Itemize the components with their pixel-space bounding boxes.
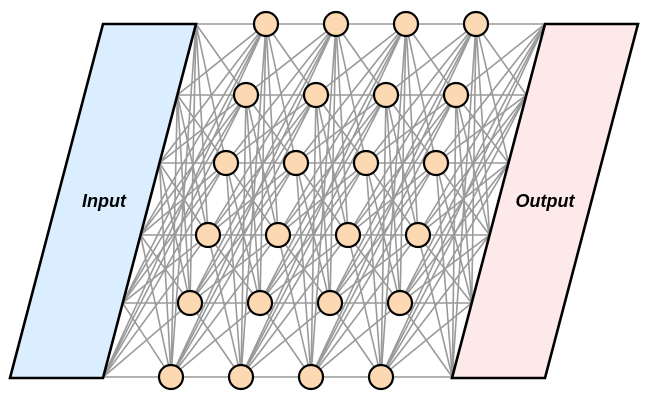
hidden-edge [240,302,331,378]
neuron-l2-n4 [264,221,292,249]
neuron-l4-n5 [386,289,414,317]
input-edge [195,23,227,164]
hidden-edge [170,162,297,378]
hidden-edge [310,302,401,378]
hidden-edge [329,94,457,304]
connection-lines [102,23,546,378]
neuron-l3-n2 [372,81,400,109]
neurons [157,10,490,391]
input-edge [102,94,247,378]
output-edge [455,23,546,96]
hidden-edge [245,23,337,96]
hidden-edge [277,23,407,236]
input-edge [102,234,209,378]
neuron-l3-n6 [297,363,325,391]
neuron-l3-n3 [352,149,380,177]
hidden-edge [240,162,367,378]
hidden-edge [189,162,297,304]
output-edge [380,162,510,378]
output-edge [417,23,546,236]
hidden-edge [365,94,457,164]
hidden-edge [240,94,387,378]
input-edge [102,23,267,378]
neuron-l1-n3 [212,149,240,177]
neuron-l3-n5 [316,289,344,317]
output-edge [380,23,546,378]
hidden-edge [365,23,477,164]
output-edge [399,162,510,304]
hidden-edge [385,23,477,96]
hidden-edge [225,94,317,164]
output-edge [399,23,546,304]
hidden-edge [310,234,419,378]
neuron-l2-n3 [282,149,310,177]
output-panel [450,22,640,380]
hidden-edge [295,23,407,164]
neuron-l2-n1 [322,10,350,38]
neuron-l4-n4 [404,221,432,249]
hidden-edge [170,23,337,378]
hidden-edge [277,162,367,236]
hidden-edge [347,162,437,236]
neuron-l4-n3 [422,149,450,177]
hidden-edge [259,162,367,304]
neuron-l1-n5 [176,289,204,317]
neuron-l2-n6 [227,363,255,391]
hidden-edge [240,23,407,378]
neuron-l4-n2 [442,81,470,109]
hidden-edge [240,234,349,378]
hidden-edge [329,23,477,304]
input-edge [122,94,247,304]
hidden-edge [329,162,437,304]
hidden-edge [207,162,297,236]
hidden-edge [189,23,337,304]
input-edge [122,162,227,304]
input-edge [140,162,227,236]
hidden-edge [259,94,387,304]
neuron-l4-n1 [462,10,490,38]
neuron-l1-n2 [232,81,260,109]
neuron-l1-n1 [252,10,280,38]
output-edge [380,234,491,378]
output-edge [380,302,473,378]
hidden-edge [170,234,279,378]
input-edge [158,23,267,164]
hidden-edge [189,94,317,304]
input-panel [8,22,198,380]
neuron-l4-n6 [367,363,395,391]
hidden-edge [295,94,387,164]
input-edge [139,23,267,236]
input-edge [121,23,267,304]
input-label: Input [82,191,127,211]
hidden-edge [310,94,457,378]
output-edge [435,23,546,164]
neuron-l3-n4 [334,221,362,249]
hidden-edge [225,23,337,164]
hidden-edge [347,23,477,236]
input-edge [102,162,227,378]
hidden-edge [310,162,437,378]
input-edge [102,302,191,378]
neuron-l3-n1 [392,10,420,38]
hidden-edge [170,302,261,378]
neuron-l2-n5 [246,289,274,317]
output-label: Output [516,191,576,211]
neuron-l1-n6 [157,363,185,391]
hidden-edge [315,23,407,96]
hidden-edge [207,23,337,236]
neuron-l2-n2 [302,81,330,109]
input-edge [176,23,267,96]
hidden-edge [170,94,317,378]
neuron-l1-n4 [194,221,222,249]
hidden-edge [259,23,407,304]
hidden-edge [310,23,477,378]
output-edge [380,94,528,378]
